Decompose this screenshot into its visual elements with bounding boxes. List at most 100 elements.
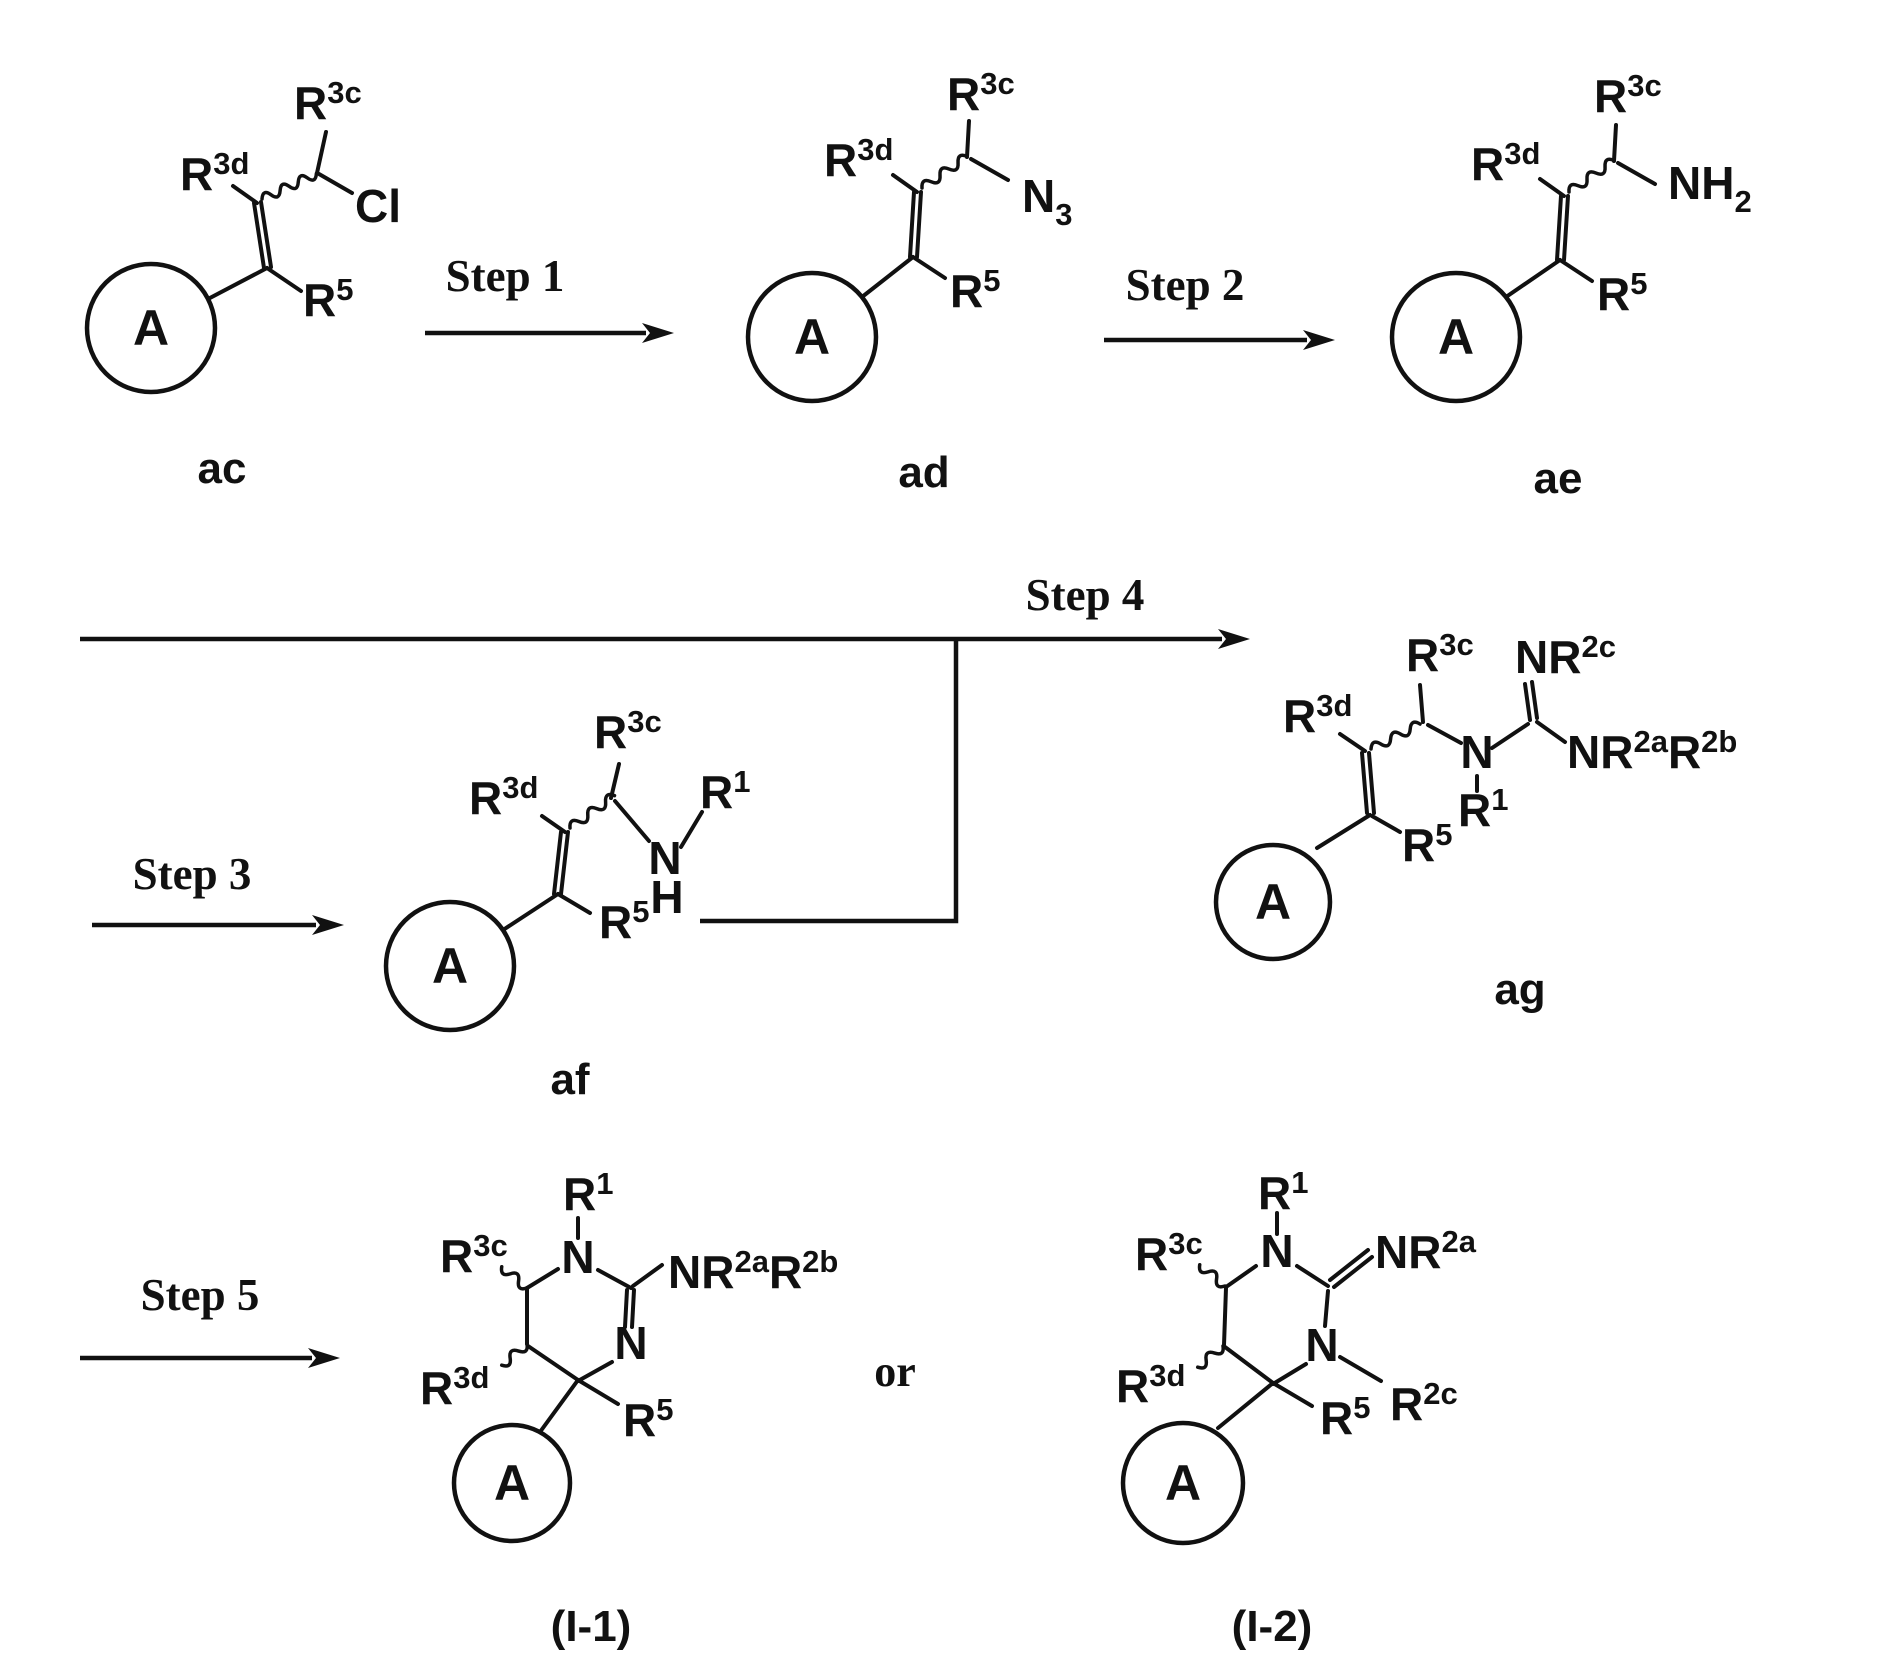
atom-label-r1: R1 [563,1166,613,1220]
ring-bond-c5-c6 [1222,1286,1228,1347]
bond-azide [969,157,1010,182]
bond-r3c [1612,123,1618,163]
bond-double-2 [1367,751,1376,815]
atom-label-n3: N3 [1022,170,1072,232]
a-ring-label: A [1438,309,1474,365]
bond-r3c [1418,683,1425,724]
bond-double-1 [1555,194,1563,262]
compound-label-ae: ae [1534,454,1583,503]
a-ring-label: A [432,938,468,994]
bond-guanidine-nr2ar2b [1535,720,1567,744]
atom-label-r5: R5 [1402,817,1452,871]
wavy-bond-r3c [1197,1263,1227,1289]
a-ring-label: A [1165,1455,1201,1511]
bond-double-2 [1530,680,1539,720]
atom-label-r3c: R3c [440,1228,508,1282]
bond-double-1 [252,201,266,270]
bond-c4-r5 [1271,1381,1314,1408]
bond-double-1 [1332,1255,1374,1289]
a-ring-circle [745,270,879,404]
wavy-bond-r3d [499,1342,529,1368]
compound-label-i1: (I-1) [551,1602,632,1651]
structure-ad: A R5 R3d R3c N3 ad [745,66,1072,497]
reaction-arrow-step4: Step 4 [80,570,1250,924]
bond-double-2 [259,200,273,269]
a-ring-circle [1389,270,1523,404]
bond-ch-n [1426,723,1463,745]
arrow-head [312,915,344,935]
bond-double-1 [1523,682,1532,722]
bond-r3d [231,184,259,205]
bond-double-1 [1360,751,1369,815]
atom-label-nr2a: NR2a [1375,1224,1477,1278]
bond-double-2 [559,830,570,896]
atom-label-r1: R1 [1458,782,1508,836]
bond-n-guanidine [1490,722,1530,750]
atom-label-r5: R5 [599,894,649,948]
bond-r5 [556,892,592,915]
atom-label-r3c: R3c [1406,627,1474,681]
atom-label-nr2ar2b: NR2aR2b [1567,724,1737,778]
atom-label-r3c: R3c [594,704,662,758]
ring-bond-double-2 [630,1288,636,1329]
ring-bond-n3-c4 [1271,1362,1308,1386]
a-ring-label: A [494,1455,530,1511]
bond-r5 [1370,814,1402,834]
bond-r3c [965,119,971,159]
bond-c4-r5 [576,1378,620,1406]
atom-label-r5: R5 [303,272,353,326]
atom-label-n3: N [1305,1319,1338,1371]
atom-label-r5: R5 [623,1392,673,1446]
reaction-arrow-step1: Step 1 [425,251,674,343]
step-label-3: Step 3 [133,849,252,899]
atom-label-r3d: R3d [1116,1358,1185,1412]
compound-label-i2: (I-2) [1232,1602,1313,1651]
atom-label-nr2ar2b: NR2aR2b [668,1244,838,1298]
atom-label-r3c: R3c [947,66,1015,120]
atom-label-nh2: NH2 [1668,157,1752,219]
atom-label-n: N [648,832,681,884]
bond-amine [1616,161,1657,186]
a-ring-circle [451,1422,573,1544]
arrow-head [1218,629,1250,649]
bond-a-vinyl [206,266,269,301]
structure-af: A R5 R3d R3c N H R1 af [383,704,750,1104]
atom-label-r3c: R3c [1594,68,1662,122]
atom-label-r3d: R3d [1283,688,1352,742]
step-label-5: Step 5 [141,1270,260,1320]
step-label-1: Step 1 [446,251,565,301]
bond-c4-a [1216,1381,1275,1430]
bond-c4-a [538,1378,580,1434]
bond-r3d [1538,177,1566,198]
atom-label-r3d: R3d [824,132,893,186]
atom-label-n: N [1460,726,1493,778]
ring-bond-n3-c4 [576,1360,614,1383]
bond-double-1 [908,190,916,259]
bond-double-2 [915,190,923,259]
atom-label-r5: R5 [1597,266,1647,320]
atom-label-r1: R1 [700,764,750,818]
reaction-arrow-step2: Step 2 [1104,260,1335,350]
bond-r5 [265,266,303,293]
arrow-head [308,1348,340,1368]
ring-bond-double-1 [623,1288,629,1329]
arrow-head [642,323,674,343]
wavy-bond-r3c [499,1265,529,1291]
wavy-bond-r3d [1195,1344,1225,1370]
bond-r3d [1338,732,1367,753]
bond-r3d [540,814,567,834]
wavy-bond [568,792,617,830]
or-label: or [874,1347,916,1396]
ring-bond-n1-c2 [596,1268,633,1290]
ring-bond-n1-c2 [1295,1264,1330,1288]
step-label-2: Step 2 [1126,260,1245,310]
atom-label-r3d: R3d [180,146,249,200]
compound-label-ac: ac [198,444,247,493]
structure-ae: A R5 R3d R3c NH2 ae [1389,68,1752,503]
atom-label-h: H [650,871,683,923]
structure-i1: N N R1 NR2aR2b R3c R3d R5 A (I-1) [420,1166,838,1651]
atom-label-r3c: R3c [1135,1226,1203,1280]
bond-a-vinyl [1315,813,1372,850]
